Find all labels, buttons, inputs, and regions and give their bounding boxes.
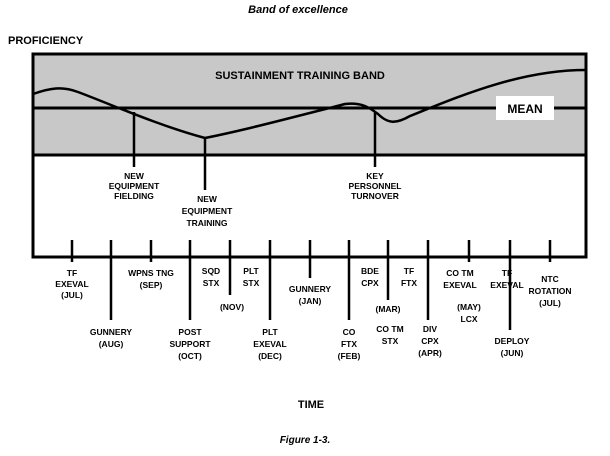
timeline-label-wpns-tng-sep: WPNS TNG (SEP) [128, 268, 174, 290]
event-label-new-equipment-fielding: NEW EQUIPMENT FIELDING [109, 171, 160, 201]
svg-text:NEW: NEW [197, 194, 218, 204]
svg-text:LCX: LCX [461, 314, 478, 324]
timeline-label-deploy-jun: DEPLOY (JUN) [495, 336, 530, 358]
svg-text:CPX: CPX [421, 336, 439, 346]
timeline-ticks [70, 240, 552, 330]
svg-text:ROTATION: ROTATION [528, 286, 571, 296]
svg-text:EXEVAL: EXEVAL [490, 280, 523, 290]
svg-text:BDE: BDE [361, 266, 379, 276]
svg-text:(JAN): (JAN) [299, 296, 322, 306]
svg-text:NTC: NTC [541, 274, 558, 284]
timeline-label-co-tm-stx: CO TM STX [376, 324, 403, 346]
timeline-label-co-ftx-feb: CO FTX (FEB) [338, 327, 361, 361]
svg-text:EQUIPMENT: EQUIPMENT [109, 181, 160, 191]
timeline-label-tf-exeval-jul: TF EXEVAL (JUL) [55, 268, 88, 300]
figure-caption: Figure 1-3. [280, 435, 331, 446]
timeline-label-sqd-stx: SQD STX [202, 266, 220, 288]
timeline-label-tf-ftx: TF FTX [401, 266, 417, 288]
svg-text:EQUIPMENT: EQUIPMENT [182, 206, 233, 216]
event-label-key-personnel-turnover: KEY PERSONNEL TURNOVER [349, 171, 402, 201]
svg-text:CO: CO [343, 327, 356, 337]
timeline-label-div-cpx-apr: DIV CPX (APR) [418, 324, 442, 358]
svg-text:FTX: FTX [401, 278, 417, 288]
svg-text:TF: TF [67, 268, 77, 278]
svg-text:POST: POST [178, 327, 202, 337]
timeline-label-mar: (MAR) [375, 304, 400, 314]
timeline-label-plt-stx: PLT STX [243, 266, 260, 288]
svg-text:(JUL): (JUL) [539, 298, 561, 308]
x-axis-label: TIME [298, 399, 324, 411]
y-axis-label: PROFICIENCY [8, 35, 84, 47]
svg-text:DIV: DIV [423, 324, 438, 334]
svg-text:NEW: NEW [124, 171, 145, 181]
event-label-new-equipment-training: NEW EQUIPMENT TRAINING [182, 194, 233, 228]
band-label: SUSTAINMENT TRAINING BAND [215, 70, 385, 82]
svg-text:STX: STX [243, 278, 260, 288]
proficiency-curve [32, 68, 587, 140]
timeline-label-ntc-rotation-jul: NTC ROTATION (JUL) [528, 274, 571, 308]
svg-text:PLT: PLT [243, 266, 259, 276]
svg-text:TF: TF [404, 266, 414, 276]
svg-text:(FEB): (FEB) [338, 351, 361, 361]
svg-text:EXEVAL: EXEVAL [253, 339, 286, 349]
svg-text:STX: STX [382, 336, 399, 346]
timeline-label-plt-exeval-dec: PLT EXEVAL (DEC) [253, 327, 286, 361]
svg-text:FIELDING: FIELDING [114, 191, 154, 201]
mean-label: MEAN [507, 102, 542, 116]
svg-text:(APR): (APR) [418, 348, 442, 358]
svg-text:(NOV): (NOV) [220, 302, 244, 312]
svg-text:TURNOVER: TURNOVER [351, 191, 399, 201]
timeline-label-tf-exeval: TF EXEVAL [490, 268, 523, 290]
svg-text:TRAINING: TRAINING [186, 218, 227, 228]
svg-text:(JUL): (JUL) [61, 290, 83, 300]
svg-text:SQD: SQD [202, 266, 220, 276]
svg-text:EXEVAL: EXEVAL [443, 280, 476, 290]
svg-text:FTX: FTX [341, 339, 357, 349]
timeline-label-gunnery-jan: GUNNERY (JAN) [289, 284, 332, 306]
svg-text:CO TM: CO TM [376, 324, 403, 334]
svg-text:(MAR): (MAR) [375, 304, 400, 314]
svg-text:KEY: KEY [366, 171, 384, 181]
timeline-label-may-lcx: (MAY) LCX [457, 302, 481, 324]
svg-text:GUNNERY: GUNNERY [289, 284, 332, 294]
svg-text:STX: STX [203, 278, 220, 288]
svg-text:(AUG): (AUG) [99, 339, 124, 349]
svg-text:(MAY): (MAY) [457, 302, 481, 312]
svg-text:TF: TF [502, 268, 512, 278]
svg-text:(JUN): (JUN) [501, 348, 524, 358]
mean-label-box [496, 96, 554, 120]
svg-text:EXEVAL: EXEVAL [55, 279, 88, 289]
svg-text:(SEP): (SEP) [140, 280, 163, 290]
svg-text:CO TM: CO TM [446, 268, 473, 278]
svg-text:DEPLOY: DEPLOY [495, 336, 530, 346]
svg-text:PLT: PLT [262, 327, 278, 337]
figure-title: Band of excellence [248, 4, 348, 16]
svg-text:SUPPORT: SUPPORT [169, 339, 211, 349]
timeline-label-co-tm-exeval: CO TM EXEVAL [443, 268, 476, 290]
svg-text:(OCT): (OCT) [178, 351, 202, 361]
svg-text:(DEC): (DEC) [258, 351, 282, 361]
timeline-label-gunnery-aug: GUNNERY (AUG) [90, 327, 133, 349]
timeline-label-bde-cpx: BDE CPX [361, 266, 379, 288]
svg-text:GUNNERY: GUNNERY [90, 327, 133, 337]
svg-text:CPX: CPX [361, 278, 379, 288]
timeline-label-nov: (NOV) [220, 302, 244, 312]
svg-text:PERSONNEL: PERSONNEL [349, 181, 402, 191]
timeline-label-post-support-oct: POST SUPPORT (OCT) [169, 327, 211, 361]
sustainment-training-band [33, 54, 586, 155]
svg-text:WPNS TNG: WPNS TNG [128, 268, 174, 278]
